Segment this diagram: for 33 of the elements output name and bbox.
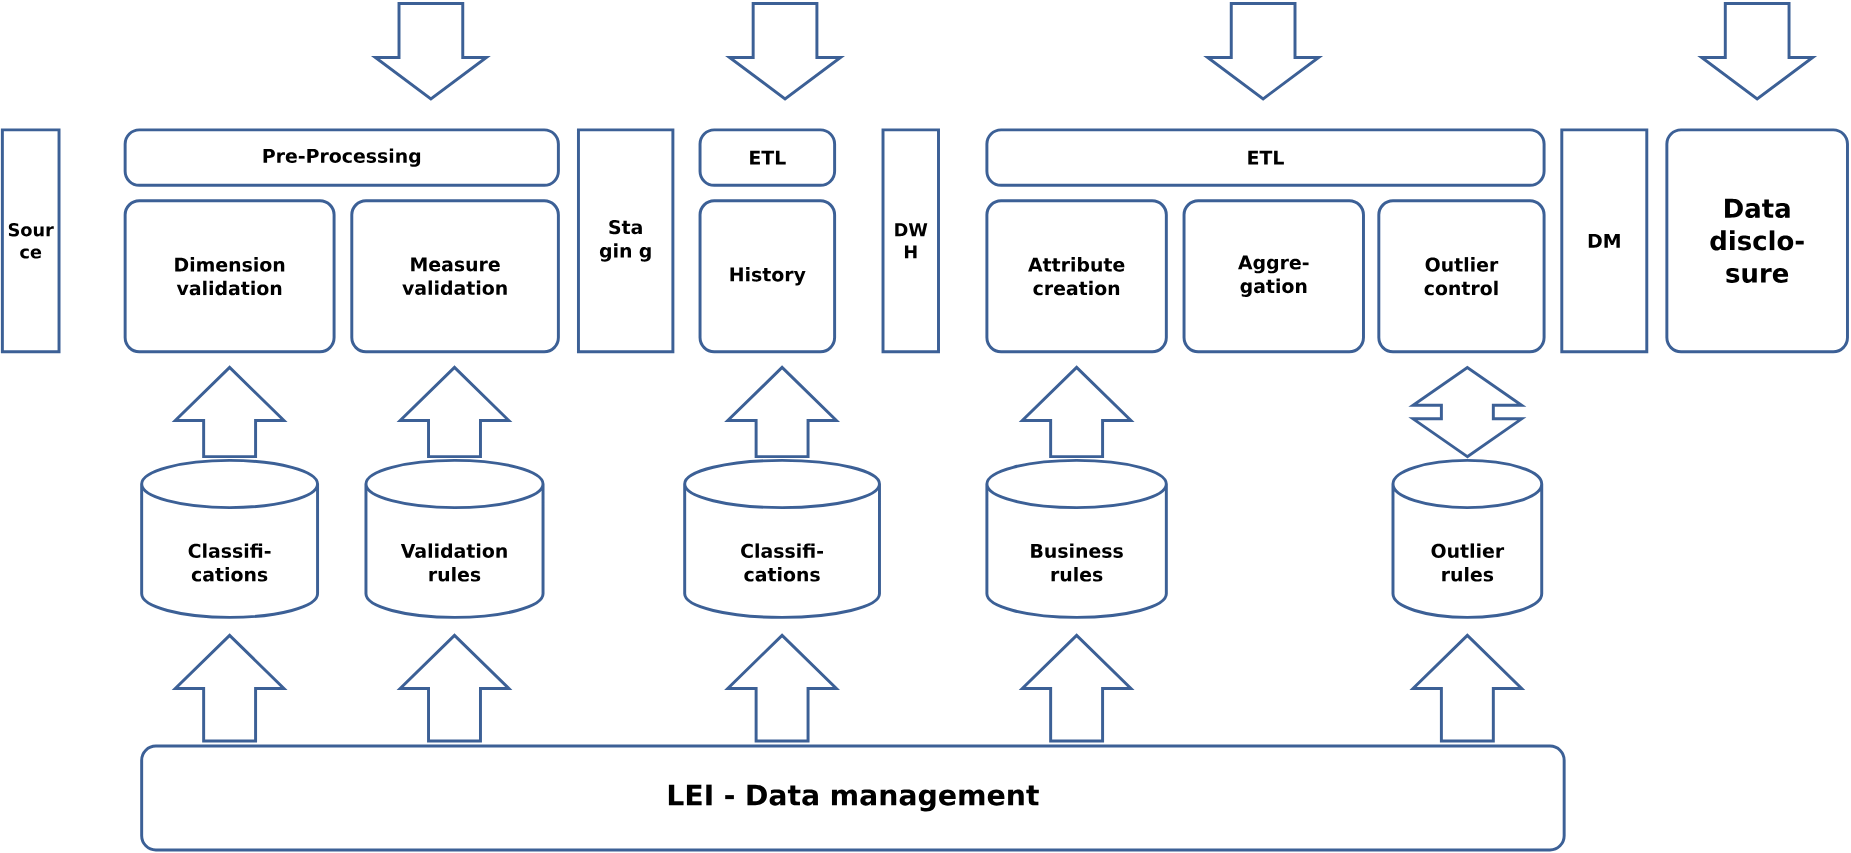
block-arrow: [370, 1, 491, 101]
process-box: ETL: [985, 128, 1546, 187]
block-arrow: [396, 365, 513, 458]
process-box: Outlier control: [1377, 198, 1546, 354]
storage-box: DW H: [881, 128, 940, 354]
process-box: Data disclo- sure: [1665, 128, 1849, 354]
process-box: Dimension validation: [123, 198, 336, 354]
storage-box: DM: [1560, 128, 1649, 354]
database-cylinder: Outlier rules: [1391, 458, 1544, 619]
storage-box: Sour ce: [0, 128, 61, 354]
process-box: History: [698, 198, 837, 354]
process-box: Pre-Processing: [123, 128, 560, 187]
process-box: Aggre- gation: [1182, 198, 1365, 354]
block-arrow: [171, 365, 288, 458]
block-arrow: [725, 1, 845, 101]
database-cylinder: Classifi- cations: [683, 458, 881, 619]
block-arrow: [1409, 633, 1526, 743]
block-arrow: [1203, 1, 1324, 101]
process-box: ETL: [698, 128, 837, 187]
process-box: Attribute creation: [985, 198, 1168, 354]
storage-box: Sta gin g: [576, 128, 675, 354]
block-arrow: [1697, 1, 1818, 101]
block-arrow: [1018, 365, 1135, 458]
process-box: LEI - Data management: [140, 744, 1566, 852]
database-cylinder: Business rules: [985, 458, 1168, 619]
block-arrow: [724, 633, 840, 743]
block-arrow: [396, 633, 513, 743]
process-box: Measure validation: [350, 198, 560, 354]
block-arrow: [724, 365, 840, 458]
database-cylinder: Validation rules: [364, 458, 545, 619]
block-arrow: [171, 633, 288, 743]
block-arrow: [1018, 633, 1135, 743]
database-cylinder: Classifi- cations: [140, 458, 320, 619]
